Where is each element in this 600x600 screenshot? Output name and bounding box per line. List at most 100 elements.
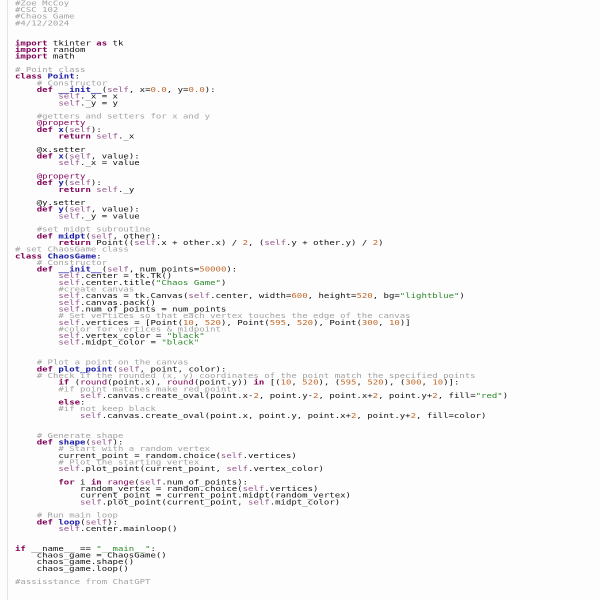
builtin-token: round bbox=[80, 379, 108, 387]
code-token: ( bbox=[85, 439, 91, 447]
code-token: .vertices) bbox=[264, 485, 319, 493]
code-token: , bg= bbox=[372, 292, 400, 301]
number-token: 595 bbox=[340, 379, 357, 387]
code-line: #CSC 102 bbox=[15, 7, 75, 15]
keyword-token: if bbox=[15, 545, 26, 553]
self-token: self bbox=[58, 99, 81, 108]
code-line bbox=[15, 167, 508, 174]
code-token: .vertices = [Point( bbox=[80, 319, 183, 327]
number-token: 520 bbox=[296, 319, 314, 327]
number-token: 0.0 bbox=[188, 86, 205, 94]
string-token: "red" bbox=[475, 392, 503, 400]
code-line: self.center.title("Chaos Game") bbox=[15, 280, 508, 287]
comment-token: # Constructor bbox=[36, 79, 108, 88]
code-token: ): bbox=[107, 518, 119, 527]
function-name-token: ChaosGame bbox=[47, 252, 97, 261]
code-token: random bbox=[47, 46, 86, 54]
self-token: self bbox=[58, 465, 81, 474]
self-token: self bbox=[80, 498, 102, 507]
code-token: current_point = random.choice( bbox=[15, 452, 221, 460]
code-token bbox=[15, 100, 58, 107]
code-token: __name__ == bbox=[25, 545, 97, 553]
keyword-token: def bbox=[36, 153, 53, 161]
code-token bbox=[15, 213, 58, 220]
code-line: chaos_game = ChaosGame() bbox=[15, 552, 508, 560]
code-token: , point, color): bbox=[139, 365, 227, 374]
self-token: self bbox=[85, 518, 108, 527]
number-token: 2 bbox=[253, 392, 259, 400]
code-line: def x(self): bbox=[15, 127, 508, 134]
code-line: self.canvas.pack() bbox=[15, 300, 508, 307]
code-token: : bbox=[80, 399, 86, 407]
self-token: self bbox=[69, 153, 91, 161]
code-token: .plot_point(current_point, bbox=[80, 465, 227, 474]
code-token bbox=[15, 525, 58, 532]
self-token: self bbox=[117, 365, 140, 374]
code-token: ): bbox=[204, 86, 216, 94]
code-line: #assisstance from ChatGPT bbox=[15, 579, 508, 586]
code-line: self.canvas = tk.Canvas(self.center, wid… bbox=[15, 293, 508, 300]
number-token: 2 bbox=[372, 239, 379, 247]
code-token bbox=[15, 339, 58, 346]
function-name-token: __init__ bbox=[58, 86, 102, 94]
self-token: self bbox=[58, 159, 81, 168]
self-token: self bbox=[80, 392, 102, 400]
number-token: 10 bbox=[280, 379, 292, 387]
keyword-token: if bbox=[58, 379, 70, 387]
number-token: 2 bbox=[410, 412, 416, 420]
editor-gutter-line bbox=[7, 0, 8, 600]
code-line bbox=[15, 61, 508, 68]
code-token: .vertex_color) bbox=[248, 465, 324, 474]
code-line: self._y = y bbox=[15, 99, 508, 108]
self-token: self bbox=[226, 465, 249, 474]
code-token: chaos_game.loop() bbox=[15, 565, 129, 573]
comment-token: # Point class bbox=[15, 66, 86, 74]
number-token: 595 bbox=[269, 319, 286, 327]
code-line: # Run main loop bbox=[15, 513, 508, 520]
code-token bbox=[15, 466, 58, 473]
number-token: 600 bbox=[291, 292, 308, 301]
code-line bbox=[15, 347, 508, 354]
code-token: ( bbox=[85, 232, 91, 241]
self-token: self bbox=[58, 525, 81, 533]
code-token: , point.y+ bbox=[378, 392, 433, 400]
code-token: ( bbox=[112, 365, 118, 374]
code-token: .canvas.create_oval(point.x- bbox=[101, 392, 254, 400]
code-token: random_vertex = random.choice( bbox=[15, 485, 243, 493]
code-token: , bbox=[193, 319, 205, 327]
keyword-token: def bbox=[36, 365, 53, 374]
code-line: @property bbox=[15, 173, 508, 181]
code-token bbox=[15, 499, 80, 506]
keyword-token: return bbox=[58, 133, 91, 141]
code-token: .midpt_color = bbox=[80, 339, 162, 347]
code-token: chaos_game = ChaosGame() bbox=[15, 552, 167, 560]
self-token: self bbox=[58, 212, 81, 221]
code-token: ( bbox=[69, 379, 81, 387]
code-token: )] bbox=[399, 319, 411, 327]
number-token: 10 bbox=[183, 319, 194, 327]
code-line: def midpt(self, other): bbox=[15, 232, 508, 241]
code-line: # Generate shape bbox=[15, 433, 508, 440]
code-token: , y= bbox=[166, 86, 189, 94]
string-token: "__main__" bbox=[96, 545, 151, 553]
string-token: "black" bbox=[161, 339, 200, 347]
keyword-token: as bbox=[96, 39, 108, 48]
code-line: self._x = x bbox=[15, 94, 508, 101]
code-line: # Plot the starting vertex bbox=[15, 459, 508, 467]
code-token: , value): bbox=[90, 206, 140, 214]
code-line: class Point: bbox=[15, 74, 508, 81]
code-line: import tkinter as tk bbox=[15, 39, 508, 48]
number-token: 10 bbox=[389, 319, 400, 327]
code-token: ._y = value bbox=[80, 212, 140, 221]
comment-token: #Zoe McCoy bbox=[15, 0, 70, 8]
comment-token: #getters and setters for x and y bbox=[36, 113, 211, 121]
code-line: return Point((self.x + other.x) / 2, (se… bbox=[15, 240, 508, 247]
keyword-token: in bbox=[253, 379, 265, 387]
function-name-token: y bbox=[58, 179, 64, 188]
self-token: self bbox=[80, 412, 102, 420]
code-token: ( bbox=[101, 266, 108, 274]
self-token: self bbox=[90, 439, 113, 447]
code-token: ), Point( bbox=[313, 319, 362, 327]
code-token: .canvas.create_oval(point.x, point.y, po… bbox=[101, 412, 351, 420]
